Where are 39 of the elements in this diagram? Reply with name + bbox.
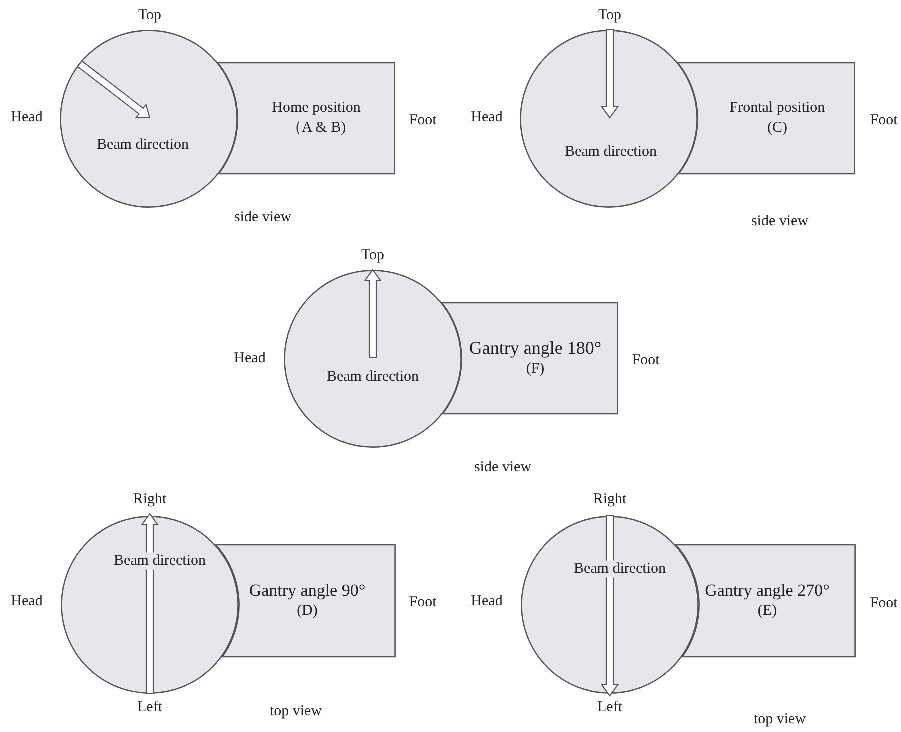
orientation-label: Foot [632, 352, 660, 370]
orientation-label: side view [234, 210, 292, 226]
orientation-label: Foot [409, 594, 437, 612]
beam-label: Beam direction [574, 560, 666, 578]
orientation-label: Head [11, 594, 43, 610]
orientation-label: top view [270, 704, 322, 720]
orientation-label: Left [138, 700, 162, 716]
position-label: Gantry angle 90° [249, 580, 366, 602]
position-label: Home position [272, 99, 361, 118]
position-label: Frontal position [730, 99, 826, 118]
orientation-label: top view [754, 712, 806, 728]
circle-shape [60, 30, 238, 208]
orientation-label: Foot [870, 596, 898, 612]
orientation-label: Head [471, 594, 503, 610]
orientation-label: Foot [870, 112, 898, 130]
position-label: Gantry angle 180° [469, 337, 602, 360]
orientation-label: Head [471, 110, 503, 126]
orientation-label: Head [234, 350, 266, 368]
orientation-label: Left [598, 700, 622, 716]
orientation-label: Foot [409, 112, 437, 130]
position-label: Gantry angle 270° [705, 580, 830, 602]
case-label: (F) [526, 360, 545, 380]
orientation-label: side view [751, 214, 809, 230]
case-label: (E) [758, 602, 778, 622]
orientation-label: Top [361, 248, 385, 264]
circle-shape [520, 30, 698, 208]
circle-shape [284, 270, 462, 448]
orientation-label: side view [474, 460, 532, 476]
orientation-label: Top [598, 8, 622, 24]
circle-shape [521, 516, 699, 694]
orientation-label: Right [593, 492, 627, 508]
orientation-label: Top [138, 8, 162, 24]
case-label: (C) [767, 118, 788, 138]
orientation-label: Head [11, 110, 43, 126]
case-label: (D) [297, 602, 318, 622]
circle-shape [61, 516, 239, 694]
beam-label: Beam direction [114, 552, 206, 570]
case-label: （A & B) [286, 118, 346, 138]
orientation-label: Right [133, 492, 167, 508]
